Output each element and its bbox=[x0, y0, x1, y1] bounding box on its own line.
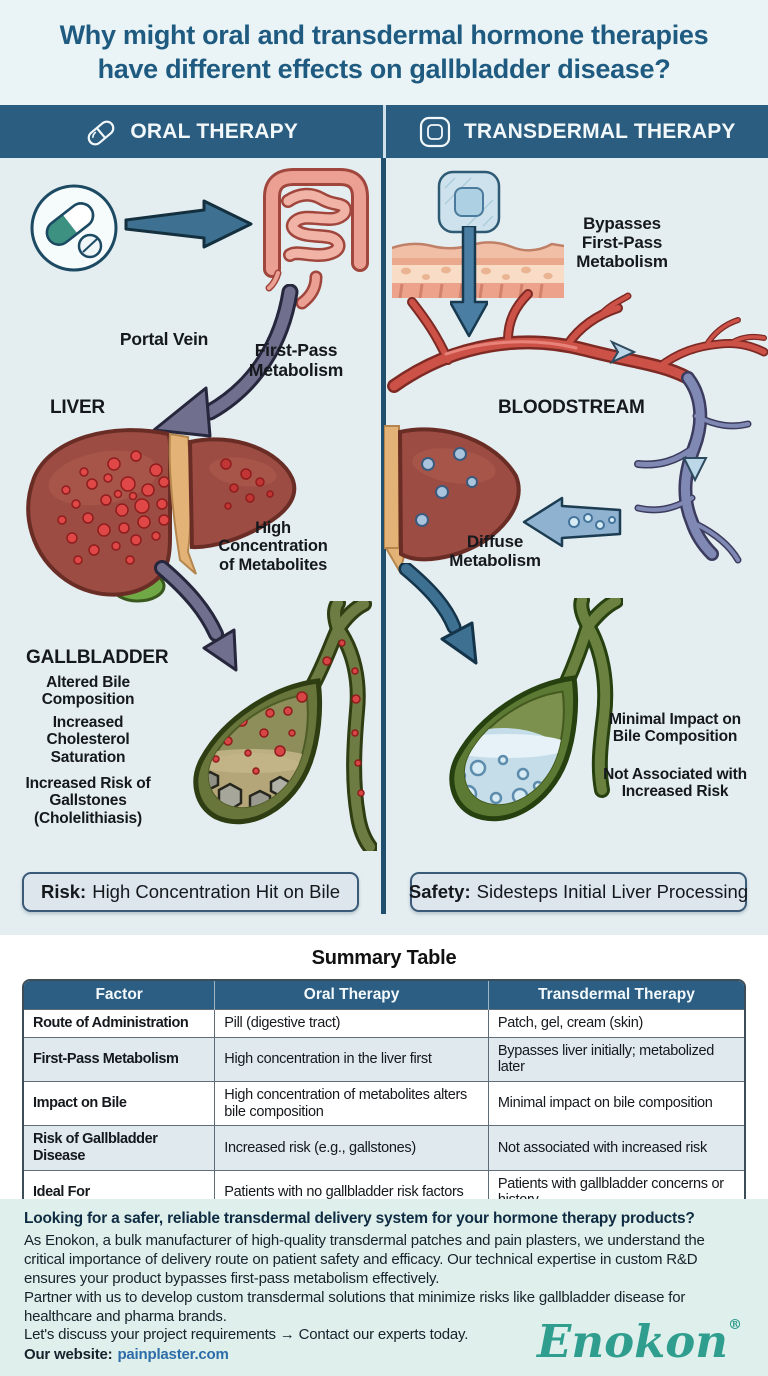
liver-to-gallbladder-arrow-oral bbox=[154, 560, 238, 672]
oral-therapy-label: ORAL THERAPY bbox=[130, 119, 299, 143]
oral-gallbladder-illustration bbox=[193, 601, 377, 851]
transdermal-header: Transdermal Therapy bbox=[488, 981, 744, 1010]
title-band: Why might oral and transdermal hormone t… bbox=[0, 0, 768, 105]
factor-cell: Risk of Gallbladder Disease bbox=[24, 1125, 216, 1171]
not-associated-label: Not Associated with Increased Risk bbox=[603, 766, 747, 801]
liver-to-gallbladder-arrow-transdermal bbox=[398, 563, 478, 665]
transdermal-patch-illustration bbox=[437, 170, 501, 234]
table-header-row: Factor Oral Therapy Transdermal Therapy bbox=[24, 981, 744, 1010]
pill-icon bbox=[88, 120, 115, 145]
oral-verdict-box: Risk: High Concentration Hit on Bile bbox=[22, 872, 359, 912]
table-row: First-Pass Metabolism High concentration… bbox=[24, 1036, 744, 1082]
oral-cell: Pill (digestive tract) bbox=[214, 1009, 489, 1038]
summary-table: Factor Oral Therapy Transdermal Therapy … bbox=[22, 979, 746, 1217]
oral-cell: High concentration of metabolites alters… bbox=[214, 1081, 489, 1126]
footer-section: Looking for a safer, reliable transderma… bbox=[0, 1199, 768, 1376]
portal-vein-label: Portal Vein bbox=[119, 329, 209, 349]
high-concentration-label: High Concentration of Metabolites bbox=[218, 519, 328, 574]
transdermal-cell: Not associated with increased risk bbox=[488, 1125, 744, 1171]
diffuse-flow-arrow bbox=[522, 496, 622, 548]
altered-bile-label: Altered Bile Composition bbox=[41, 674, 135, 709]
factor-cell: First-Pass Metabolism bbox=[24, 1036, 216, 1082]
transdermal-therapy-label: TRANSDERMAL THERAPY bbox=[463, 119, 736, 143]
intestines-illustration bbox=[263, 168, 369, 310]
transdermal-liver-illustration bbox=[384, 425, 521, 575]
table-row: Impact on Bile High concentration of met… bbox=[24, 1081, 744, 1126]
gallstones-label: Increased Risk of Gallstones (Cholelithi… bbox=[25, 775, 151, 827]
page-title: Why might oral and transdermal hormone t… bbox=[59, 19, 709, 84]
factor-cell: Route of Administration bbox=[24, 1009, 216, 1038]
transdermal-therapy-header: TRANSDERMAL THERAPY bbox=[386, 105, 768, 158]
risk-label: Risk: bbox=[40, 881, 87, 902]
website-label: Our website: bbox=[24, 1346, 113, 1364]
diffuse-metabolism-label: Diffuse Metabolism bbox=[449, 532, 541, 571]
ingestion-arrow bbox=[124, 199, 253, 249]
cholesterol-label: Increased Cholesterol Saturation bbox=[46, 714, 130, 766]
oral-cell: High concentration in the liver first bbox=[214, 1036, 489, 1082]
factor-cell: Impact on Bile bbox=[24, 1081, 216, 1126]
transdermal-gallbladder-illustration bbox=[449, 598, 623, 822]
therapy-header-bar: ORAL THERAPY TRANSDERMAL THERAPY bbox=[0, 105, 768, 158]
illustration-canvas: Portal Vein First-Pass Metabolism LIVER bbox=[0, 158, 768, 935]
table-row: Route of Administration Pill (digestive … bbox=[24, 1009, 744, 1038]
oral-therapy-header: ORAL THERAPY bbox=[0, 105, 386, 158]
first-pass-label: First-Pass Metabolism bbox=[248, 340, 344, 380]
enokon-logo-text: Enokon bbox=[537, 1315, 728, 1368]
footer-paragraph-1: As Enokon, a bulk manufacturer of high-q… bbox=[24, 1232, 705, 1287]
pill-capsule-illustration bbox=[30, 184, 118, 272]
portal-vein-arrow bbox=[152, 284, 299, 438]
table-row: Risk of Gallbladder Disease Increased ri… bbox=[24, 1125, 744, 1171]
oral-cell: Increased risk (e.g., gallstones) bbox=[214, 1125, 489, 1171]
safety-label: Safety: bbox=[408, 881, 471, 902]
bloodstream-label: BLOODSTREAM bbox=[498, 397, 645, 418]
transdermal-verdict-box: Safety: Sidesteps Initial Liver Processi… bbox=[408, 872, 749, 912]
summary-section: Summary Table Factor Oral Therapy Transd… bbox=[0, 935, 768, 1217]
footer-heading: Looking for a safer, reliable transderma… bbox=[24, 1210, 695, 1227]
summary-title: Summary Table bbox=[311, 947, 457, 969]
safety-text: Sidesteps Initial Liver Processing bbox=[476, 881, 749, 902]
website-line: Our website:painplaster.com bbox=[24, 1346, 744, 1365]
absorption-arrow bbox=[450, 226, 488, 338]
website-link[interactable]: painplaster.com bbox=[117, 1346, 229, 1364]
transdermal-cell: Bypasses liver initially; metabolized la… bbox=[488, 1036, 744, 1082]
footer-cta: Let's discuss your project requirements … bbox=[24, 1326, 469, 1344]
transdermal-cell: Patch, gel, cream (skin) bbox=[488, 1009, 744, 1038]
registered-mark: ® bbox=[728, 1317, 742, 1333]
skin-illustration bbox=[392, 241, 564, 298]
factor-header: Factor bbox=[24, 981, 216, 1010]
minimal-impact-label: Minimal Impact on Bile Composition bbox=[609, 711, 741, 746]
patch-icon bbox=[419, 116, 450, 147]
bypasses-label: Bypasses First-Pass Metabolism bbox=[576, 214, 668, 272]
risk-text: High Concentration Hit on Bile bbox=[92, 881, 341, 902]
oral-header: Oral Therapy bbox=[214, 981, 489, 1010]
bloodstream-illustration bbox=[387, 289, 768, 564]
footer-paragraph-2: Partner with us to develop custom transd… bbox=[24, 1288, 686, 1325]
liver-label: LIVER bbox=[50, 397, 105, 418]
transdermal-cell: Minimal impact on bile composition bbox=[488, 1081, 744, 1126]
enokon-logo: Enokon® bbox=[537, 1318, 742, 1364]
gallbladder-label: GALLBLADDER bbox=[26, 647, 169, 668]
oral-liver-illustration bbox=[26, 428, 297, 603]
